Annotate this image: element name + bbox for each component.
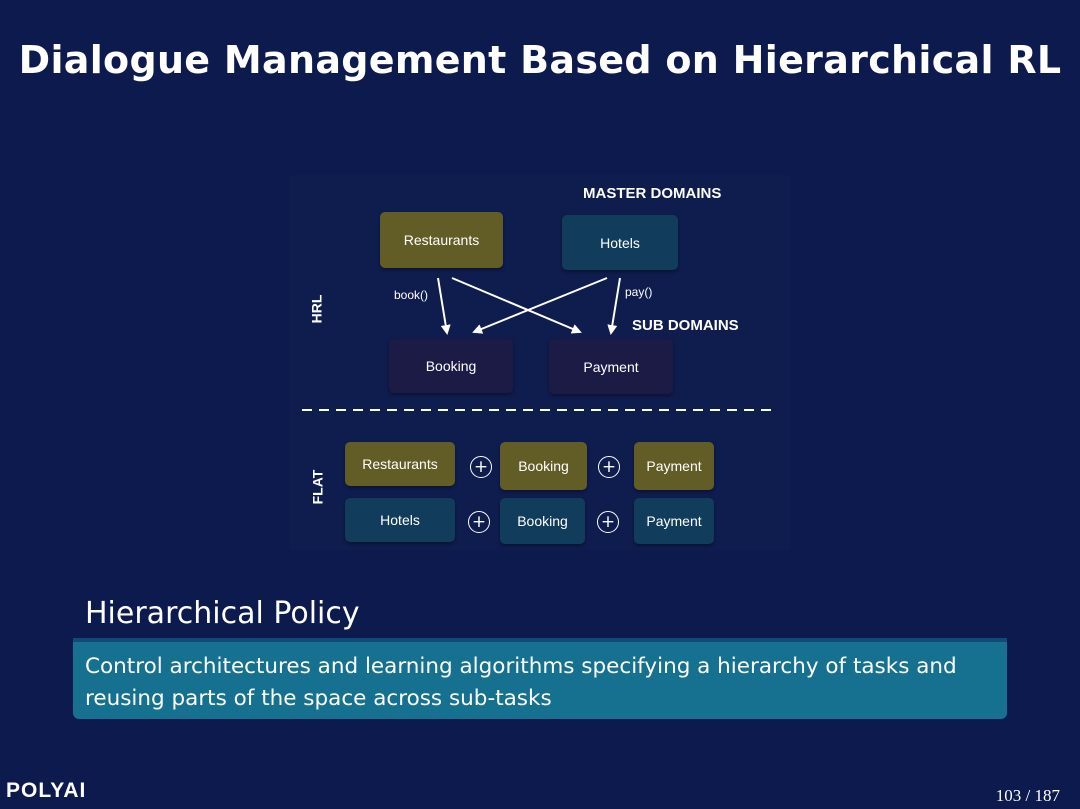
hrl-diagram: MASTER DOMAINS SUB DOMAINS HRL FLAT Rest…: [290, 175, 790, 550]
slide-title: Dialogue Management Based on Hierarchica…: [18, 38, 1062, 82]
arrow-restaurants-booking: [437, 277, 451, 335]
plus-icon: +: [468, 511, 490, 533]
book-call-label: book(): [394, 288, 429, 302]
plus-icon: +: [597, 511, 619, 533]
master-restaurants-box: Restaurants: [380, 212, 503, 268]
plus-icon: +: [598, 456, 620, 478]
pay-call-label: pay(): [625, 285, 653, 299]
flat-row2-booking: Booking: [500, 498, 585, 544]
polyai-logo: POLYAI: [6, 779, 87, 802]
flat-row2-hotels: Hotels: [345, 498, 455, 542]
plus-icon: +: [470, 456, 492, 478]
flat-row2-payment: Payment: [634, 498, 714, 544]
arrow-restaurants-payment: [451, 277, 582, 334]
sub-domains-label: SUB DOMAINS: [632, 317, 739, 334]
flat-row1-booking: Booking: [500, 442, 587, 490]
block-title: Hierarchical Policy: [85, 596, 360, 631]
page-number: 103 / 187: [995, 786, 1060, 805]
block-body: Control architectures and learning algor…: [73, 638, 1007, 719]
master-domains-label: MASTER DOMAINS: [583, 185, 722, 202]
sub-payment-box: Payment: [549, 339, 673, 394]
master-hotels-box: Hotels: [562, 215, 678, 270]
arrow-hotels-payment: [607, 277, 621, 335]
arrow-hotels-booking: [472, 277, 608, 334]
hierarchy-arrows: [302, 277, 775, 411]
sub-booking-box: Booking: [389, 339, 513, 393]
flat-row1-restaurants: Restaurants: [345, 442, 455, 486]
flat-row1-payment: Payment: [634, 442, 714, 490]
